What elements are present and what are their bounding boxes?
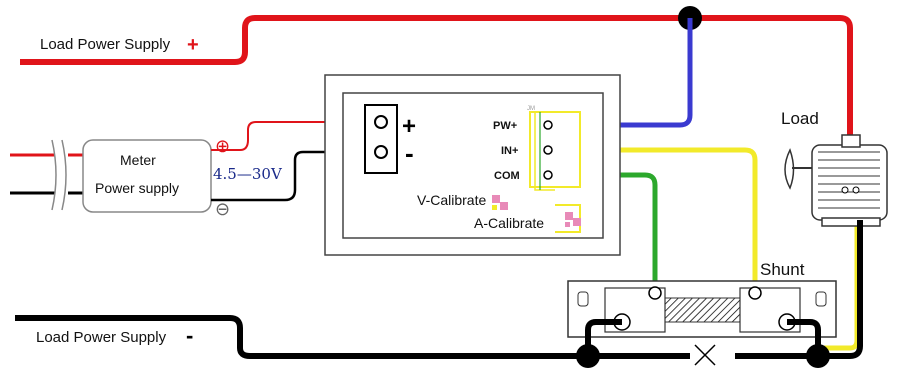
junction-dot-bottom-left: [576, 344, 600, 368]
pin-label-in-plus: IN+: [501, 145, 518, 157]
meter-psu-voltage-range: 4.5—30V: [213, 165, 283, 183]
meter-terminal-minus: -: [405, 138, 414, 168]
load-motor: [784, 134, 888, 227]
in-plus-wire: [550, 147, 758, 292]
load-supply-positive-wire: [20, 15, 853, 188]
load-supply-positive-label: Load Power Supply: [40, 36, 171, 53]
meter-terminal-plus: +: [402, 113, 416, 140]
shunt: [567, 280, 837, 338]
v-calibrate-label: V-Calibrate: [417, 192, 486, 208]
meter-psu-plus-symbol: ⊕: [215, 136, 230, 157]
meter-psu-label-line1: Meter: [120, 152, 156, 168]
meter-power-supply: [10, 121, 372, 213]
load-label: Load: [781, 109, 819, 128]
junction-dot-bottom-right: [806, 344, 830, 368]
meter-psu-minus-symbol: ⊖: [215, 199, 230, 220]
pw-plus-wire: [550, 18, 693, 128]
load-supply-positive-sign: +: [187, 34, 199, 56]
meter-psu-label-line2: Power supply: [95, 180, 179, 196]
meter-tiny-mark: JM: [527, 106, 535, 112]
a-calibrate-label: A-Calibrate: [474, 215, 544, 231]
meter-panel: [324, 74, 621, 256]
load-supply-negative-wire: [15, 220, 863, 366]
load-supply-negative-label: Load Power Supply: [36, 329, 167, 346]
load-supply-negative-sign: -: [186, 323, 193, 348]
pin-label-com: COM: [494, 170, 520, 182]
pin-label-pw-plus: PW+: [493, 120, 517, 132]
com-wire: [550, 172, 658, 292]
shunt-label: Shunt: [760, 260, 805, 279]
